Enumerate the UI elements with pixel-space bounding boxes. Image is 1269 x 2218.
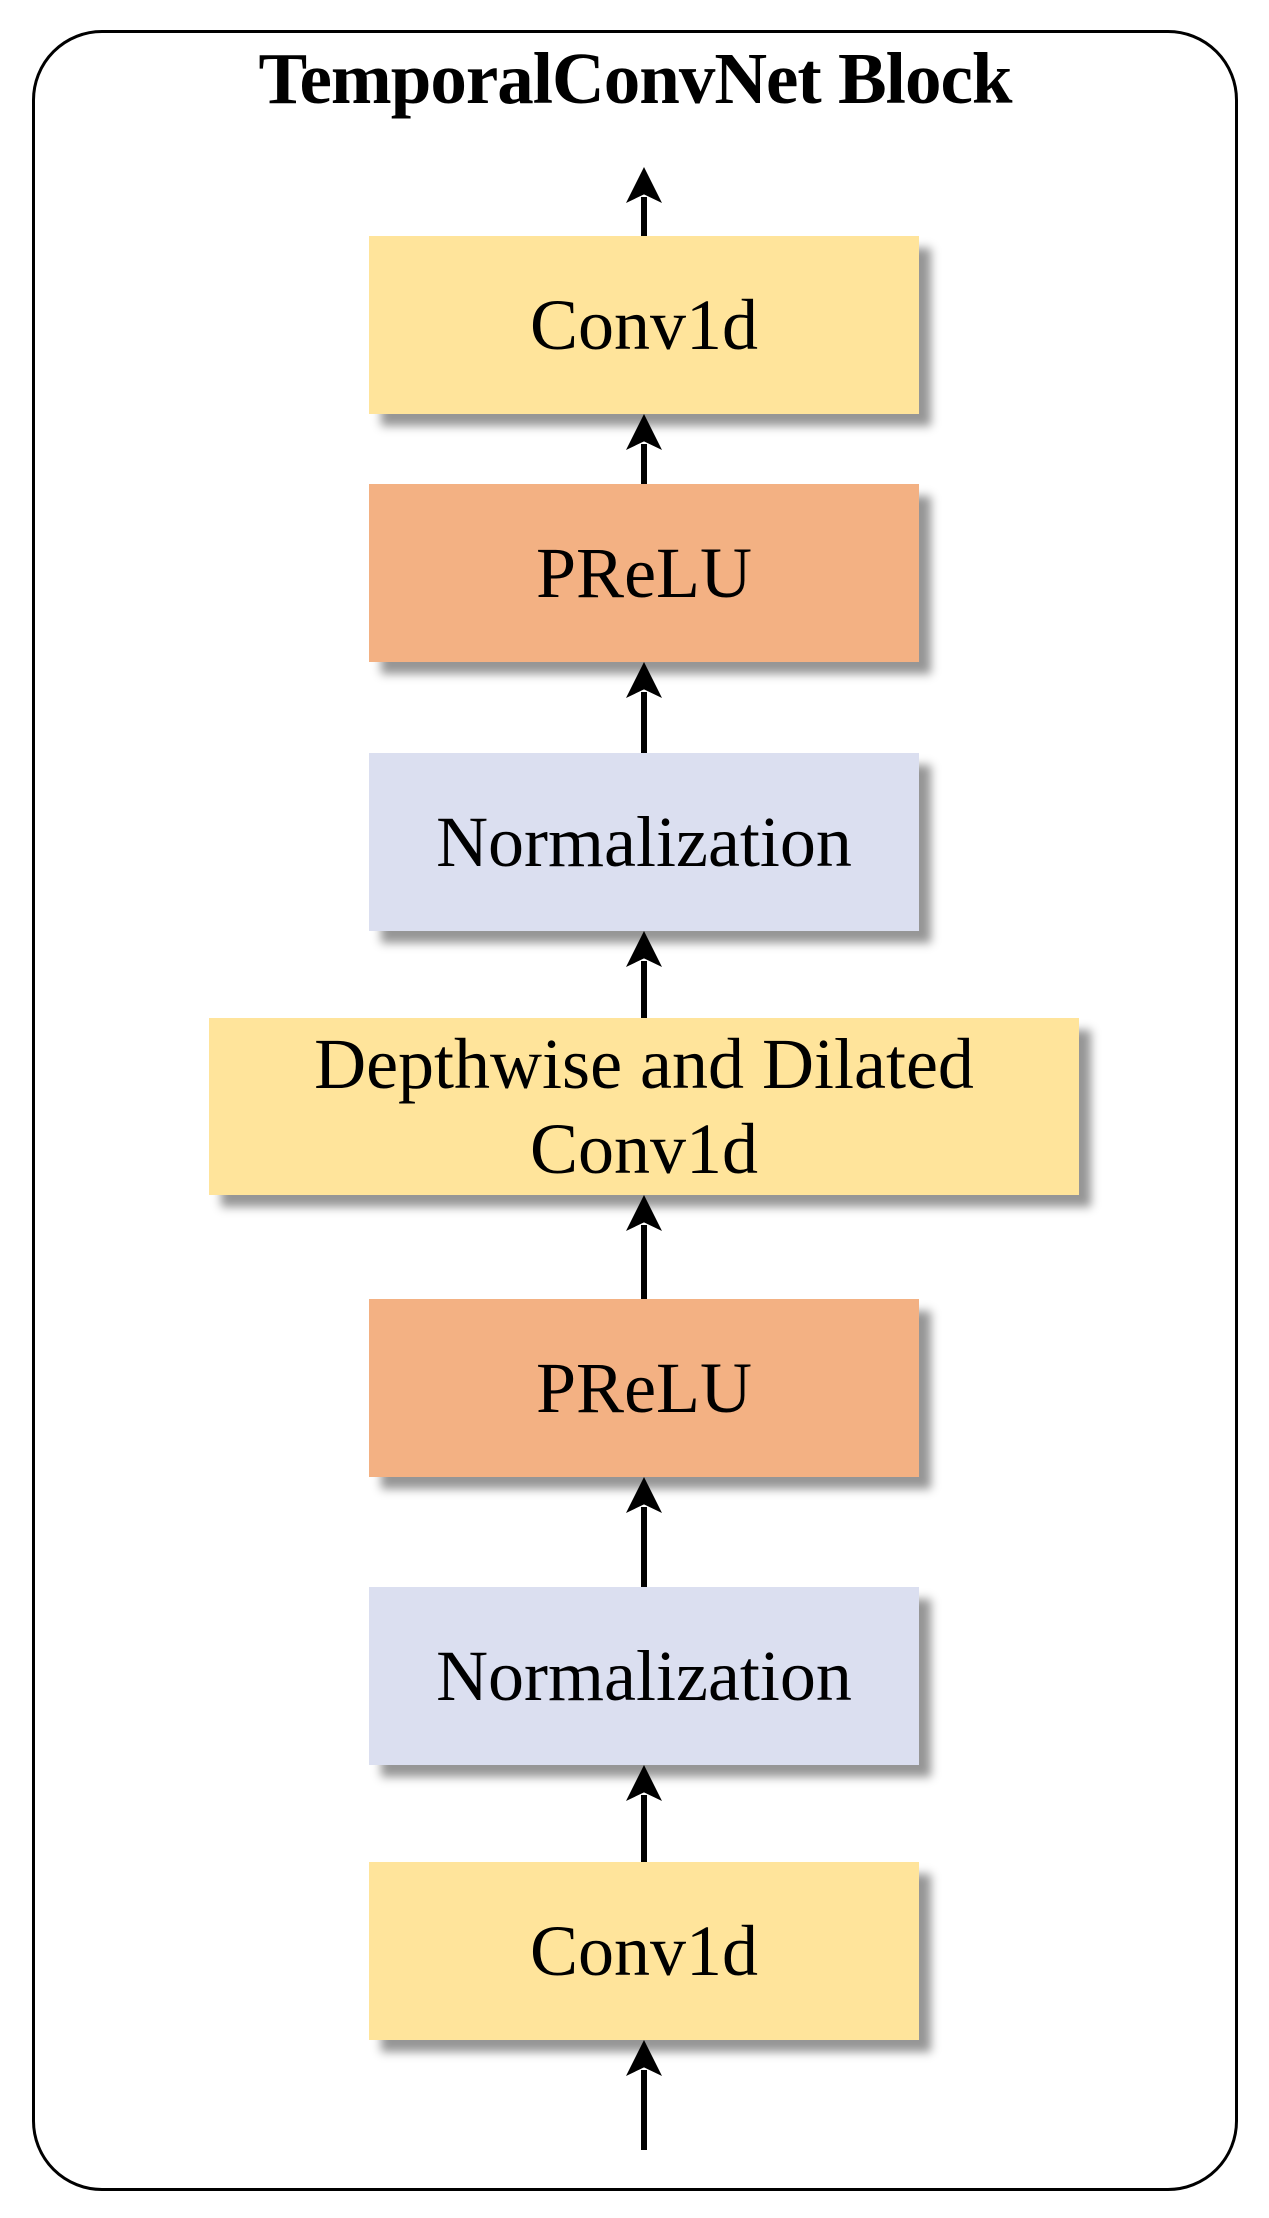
layer-label: PReLU <box>536 532 752 613</box>
layer-label: Conv1d <box>529 1910 759 1991</box>
arrow-shaft <box>641 197 647 236</box>
layer-box-depthwise-dilated-conv1d: Depthwise and Dilated Conv1d <box>209 1018 1079 1195</box>
flow-arrow-up-icon <box>626 1765 662 1862</box>
flow-arrow-up-icon <box>626 2040 662 2150</box>
arrow-shaft <box>641 444 647 484</box>
flow-arrow-up-icon <box>626 1195 662 1299</box>
flow-arrow-up-icon <box>626 662 662 753</box>
layer-label: PReLU <box>536 1347 752 1428</box>
flow-arrow-up-icon <box>626 1477 662 1587</box>
diagram-title: TemporalConvNet Block <box>258 38 1013 119</box>
layer-label-line1: Depthwise and Dilated <box>314 1023 974 1104</box>
layer-label: Conv1d <box>529 284 759 365</box>
arrow-shaft <box>641 692 647 753</box>
layer-label: Normalization <box>436 1635 852 1716</box>
arrow-shaft <box>641 2070 647 2150</box>
layer-box-conv1d-input: Conv1d <box>369 1862 919 2040</box>
flow-arrow-up-icon <box>626 931 662 1018</box>
layer-box-conv1d-output: Conv1d <box>369 236 919 414</box>
arrow-shaft <box>641 1795 647 1862</box>
block-frame <box>32 30 1238 2191</box>
flow-arrow-up-icon <box>626 167 662 236</box>
layer-label: Normalization <box>436 801 852 882</box>
flow-arrow-up-icon <box>626 414 662 484</box>
layer-label-line2: Conv1d <box>529 1108 759 1189</box>
layer-box-normalization-lower: Normalization <box>369 1587 919 1765</box>
layer-box-prelu-lower: PReLU <box>369 1299 919 1477</box>
arrow-shaft <box>641 1225 647 1299</box>
arrow-shaft <box>641 961 647 1018</box>
layer-box-normalization-upper: Normalization <box>369 753 919 931</box>
layer-box-prelu-upper: PReLU <box>369 484 919 662</box>
arrow-shaft <box>641 1507 647 1587</box>
layer-label: Depthwise and Dilated Conv1d <box>314 1022 974 1192</box>
